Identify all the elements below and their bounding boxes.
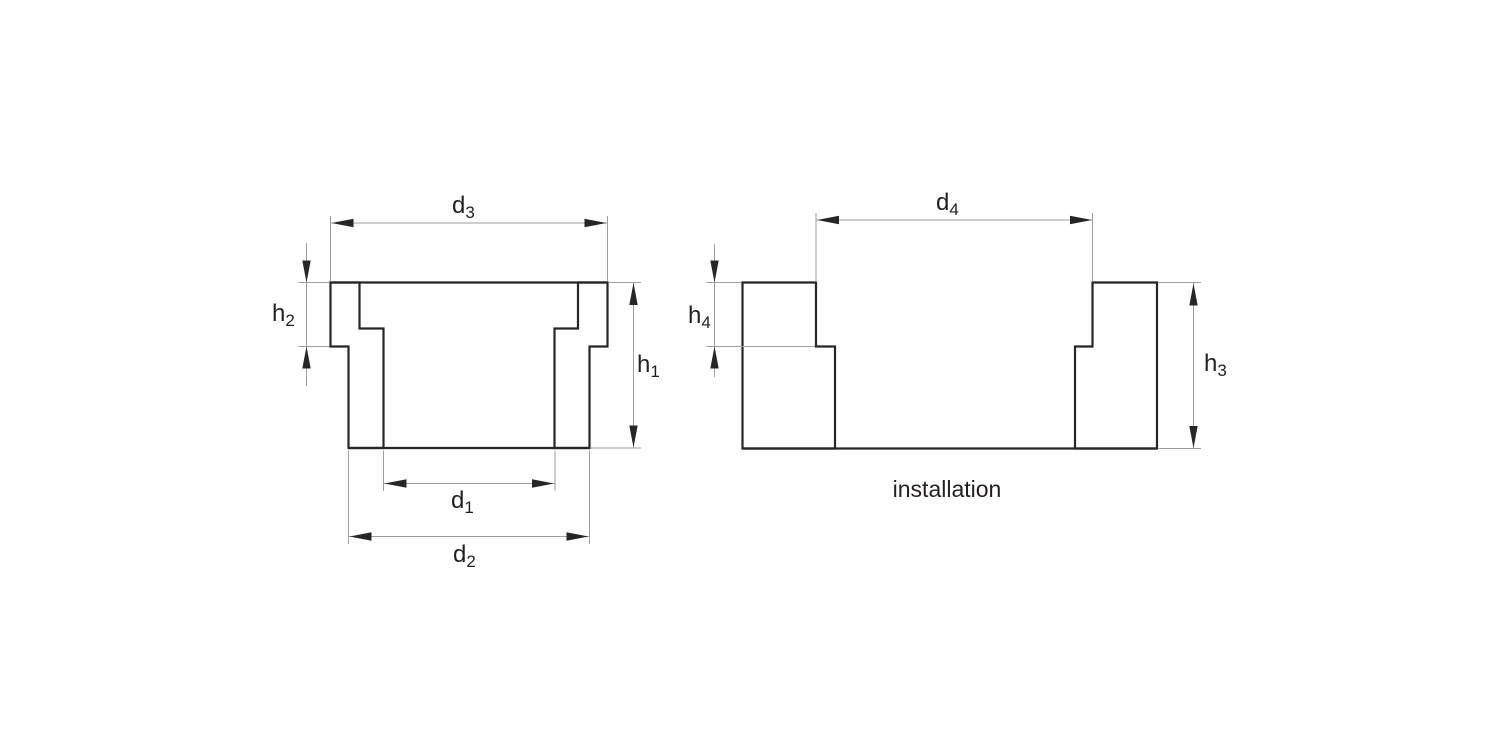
d4-arrowhead-left <box>817 215 839 225</box>
dimension-d2: d2 <box>348 450 590 571</box>
d1-arrowhead-left <box>384 479 407 488</box>
panel-right-block-section <box>1073 281 1159 450</box>
d1-label: d1 <box>451 487 474 517</box>
h2-label: h2 <box>272 300 295 330</box>
d3-arrowhead-left <box>331 218 354 228</box>
h4-arrowhead-bottom <box>710 346 719 369</box>
dimension-d4: d4 <box>815 189 1093 281</box>
dimension-h1: h1 <box>591 282 660 449</box>
h1-arrowhead-bottom <box>629 425 638 448</box>
h3-arrowhead-bottom <box>1189 426 1198 448</box>
dimension-h4: h4 <box>688 244 815 377</box>
h3-arrowhead-top <box>1189 283 1198 306</box>
part-left-wall-section <box>329 281 385 450</box>
d3-label: d3 <box>452 192 475 222</box>
dimension-d1: d1 <box>383 450 556 517</box>
d2-arrowhead-left <box>349 532 372 541</box>
h1-label: h1 <box>637 351 660 381</box>
installation-caption: installation <box>893 476 1002 502</box>
installation-view: d4 h4 h3 installation <box>688 189 1227 502</box>
h4-arrowhead-top <box>710 260 719 283</box>
d3-arrowhead-right <box>584 218 607 228</box>
part-right-wall-section <box>553 281 609 450</box>
part-cross-section-view: d3 h2 h1 d1 <box>272 192 660 571</box>
d2-arrowhead-right <box>566 532 589 541</box>
dimension-d3: d3 <box>330 192 608 281</box>
d1-arrowhead-right <box>532 479 554 488</box>
h4-label: h4 <box>688 302 711 332</box>
d4-label: d4 <box>936 189 959 219</box>
d2-label: d2 <box>453 541 476 571</box>
panel-left-block-section <box>741 281 837 450</box>
h2-arrowhead-bottom <box>302 346 311 369</box>
h1-arrowhead-top <box>629 283 638 305</box>
d4-arrowhead-right <box>1070 215 1092 225</box>
h3-label: h3 <box>1204 350 1227 380</box>
dimension-h3: h3 <box>1158 282 1227 449</box>
dimension-h2: h2 <box>272 243 330 386</box>
h2-arrowhead-top <box>302 260 311 283</box>
